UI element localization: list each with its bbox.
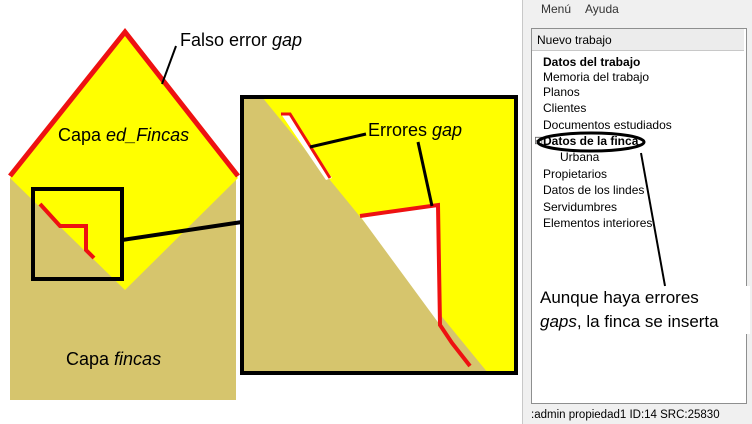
- callout-falso-line: [161, 45, 177, 85]
- falso-error-gap-edge: [8, 27, 240, 178]
- callout-gap-line-2: [416, 141, 434, 207]
- zoom-source-box: [31, 187, 124, 281]
- tree-item-clientes[interactable]: Clientes: [543, 101, 587, 115]
- annotation-line-1: Aunque haya errores: [540, 288, 699, 307]
- tree-item-elementos[interactable]: Elementos interiores: [543, 216, 653, 230]
- tree-collapse-icon[interactable]: ⊟: [534, 135, 544, 147]
- zoom-red-error-top: [281, 112, 332, 179]
- tree-item-datos-finca[interactable]: Datos de la finca: [543, 134, 639, 148]
- tree-header-nuevo-trabajo[interactable]: Nuevo trabajo: [532, 29, 744, 51]
- capa-fincas-label: Capa fincas: [66, 349, 162, 369]
- tree-item-urbana[interactable]: Urbana: [560, 150, 600, 164]
- errores-gap-label: Errores gap: [368, 120, 463, 140]
- status-bar: :admin propiedad1 ID:14 SRC:25830: [531, 409, 720, 421]
- capa-ed-fincas-label: Capa ed_Fincas: [58, 125, 190, 145]
- callout-gap-line-1: [309, 132, 367, 149]
- annotation-text: Aunque haya errores gaps, la finca se in…: [540, 286, 750, 334]
- zoom-red-error-main: [359, 202, 472, 368]
- job-tree: Nuevo trabajo Datos del trabajo Memoria …: [531, 28, 747, 404]
- tree-item-memoria[interactable]: Memoria del trabajo: [543, 70, 650, 84]
- zoom-inset-border: [240, 95, 518, 375]
- work-panel: Menú Ayuda Nuevo trabajo Datos del traba…: [522, 0, 752, 424]
- tree-item-documentos[interactable]: Documentos estudiados: [543, 118, 672, 132]
- tree-item-propietarios[interactable]: Propietarios: [543, 167, 608, 181]
- menu-item-ayuda[interactable]: Ayuda: [585, 2, 619, 16]
- gap-diagram: [8, 27, 518, 400]
- falso-error-gap-label: Falso error gap: [180, 30, 303, 50]
- tree-item-lindes[interactable]: Datos de los lindes: [543, 183, 645, 197]
- zoom-connector: [121, 220, 243, 242]
- tree-item-servidumbres[interactable]: Servidumbres: [543, 200, 618, 214]
- menu-item-menu[interactable]: Menú: [541, 2, 572, 16]
- tree-item-planos[interactable]: Planos: [543, 85, 580, 99]
- annotation-line-2: gaps, la finca se inserta: [540, 312, 719, 331]
- tree-item-datos-trabajo[interactable]: Datos del trabajo: [543, 55, 641, 69]
- zoom-gap-white: [360, 205, 440, 325]
- small-gap-error-line: [38, 202, 96, 260]
- menu-bar: Menú Ayuda: [523, 0, 752, 20]
